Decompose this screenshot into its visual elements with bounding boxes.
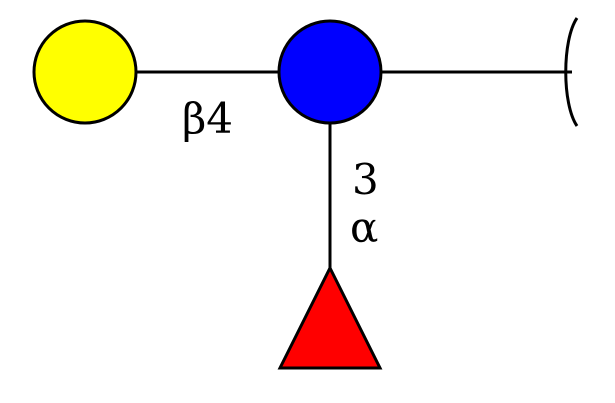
glcnac-blue-circle-icon [277,19,383,125]
reducing-end-bracket-icon [564,17,579,127]
galactose-yellow-circle-icon [32,19,138,125]
fucose-red-triangle-icon [277,264,383,370]
linkage-anomer-alpha: α [350,203,378,252]
linkage-position-3: 3 [352,155,379,204]
linkage-label-beta4: β4 [182,94,233,143]
